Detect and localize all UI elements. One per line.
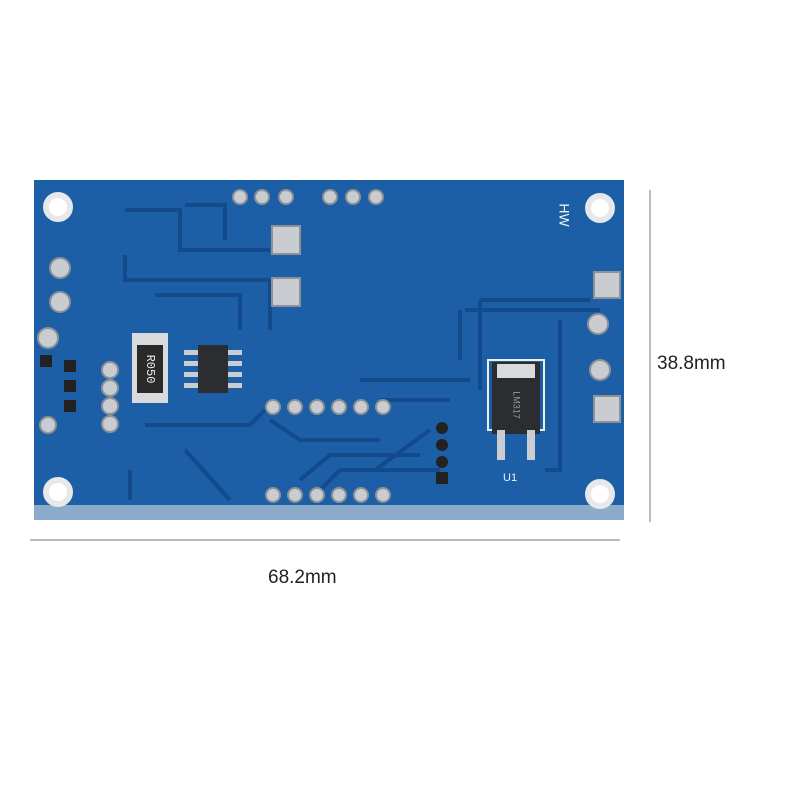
- shunt-resistor: R050: [132, 333, 168, 403]
- soic-chip: [184, 345, 242, 393]
- height-dimension-label: 38.8mm: [657, 353, 726, 374]
- voltage-regulator: LM317: [487, 359, 545, 460]
- regulator-ref-label: U1: [503, 472, 517, 484]
- pcb-board: [34, 180, 624, 520]
- mounting-holes: [43, 192, 615, 509]
- width-dimension-label: 68.2mm: [268, 567, 337, 588]
- silk-label-hw: HW: [556, 203, 572, 227]
- regulator-marking: LM317: [512, 391, 522, 419]
- pcb-traces: [123, 203, 600, 502]
- resistor-marking: R050: [143, 355, 157, 384]
